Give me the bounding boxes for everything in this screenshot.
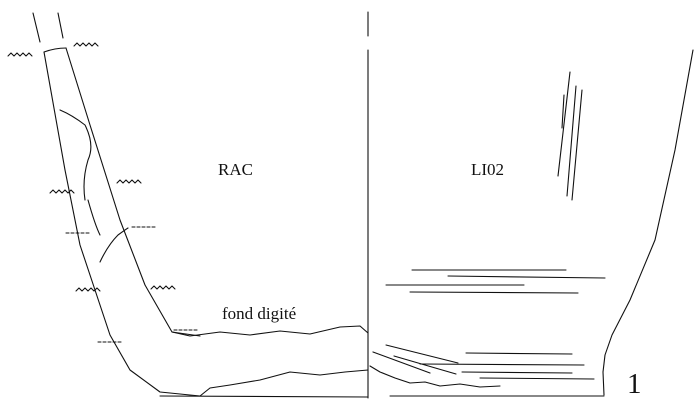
hstroke-4 <box>409 291 579 294</box>
vstroke-1 <box>557 71 571 177</box>
bstroke-7 <box>479 377 595 380</box>
right-outer-wall <box>602 49 694 396</box>
label-fond-digite: fond digité <box>222 304 296 323</box>
wavy-mark-3 <box>49 189 75 194</box>
base-striations <box>369 344 595 388</box>
inner-floor <box>171 325 369 337</box>
left-profile-section <box>43 47 369 398</box>
base-bottom <box>159 395 369 398</box>
horizontal-striations <box>385 269 606 294</box>
label-rac: RAC <box>218 160 253 179</box>
bstroke-3 <box>393 355 457 375</box>
vstroke-3 <box>571 89 583 201</box>
fracture-curve-lower <box>99 227 129 263</box>
dashed-marks <box>65 226 199 343</box>
bstroke-5 <box>419 363 585 366</box>
wavy-mark-6 <box>150 285 176 290</box>
wavy-mark-2 <box>73 42 99 47</box>
figure-number: 1 <box>627 368 642 400</box>
rim-tick-right <box>57 12 64 39</box>
outer-wall <box>43 51 201 397</box>
bstroke-6 <box>461 371 573 374</box>
wavy-mark-4 <box>116 179 142 184</box>
wavy-mark-1 <box>7 52 33 57</box>
hstroke-2 <box>447 275 606 279</box>
outer-floor-profile <box>199 369 369 397</box>
fracture-curve-join <box>87 199 101 236</box>
bstroke-wavy <box>369 365 501 388</box>
vstroke-4 <box>561 94 565 129</box>
bstroke-2 <box>372 351 431 374</box>
vertical-striations <box>557 71 583 201</box>
right-exterior-outline <box>389 49 694 397</box>
bstroke-4 <box>465 352 573 355</box>
inner-wall <box>65 47 201 337</box>
rim-ticks <box>32 12 64 43</box>
label-li02: LI02 <box>471 160 504 179</box>
wavy-mark-5 <box>75 287 101 292</box>
bstroke-1 <box>385 344 459 364</box>
rim-tick-left <box>32 12 41 43</box>
rim-cap <box>43 47 67 53</box>
vstroke-2 <box>566 85 577 197</box>
wavy-marks <box>7 42 176 292</box>
fracture-curve-upper <box>59 109 92 201</box>
